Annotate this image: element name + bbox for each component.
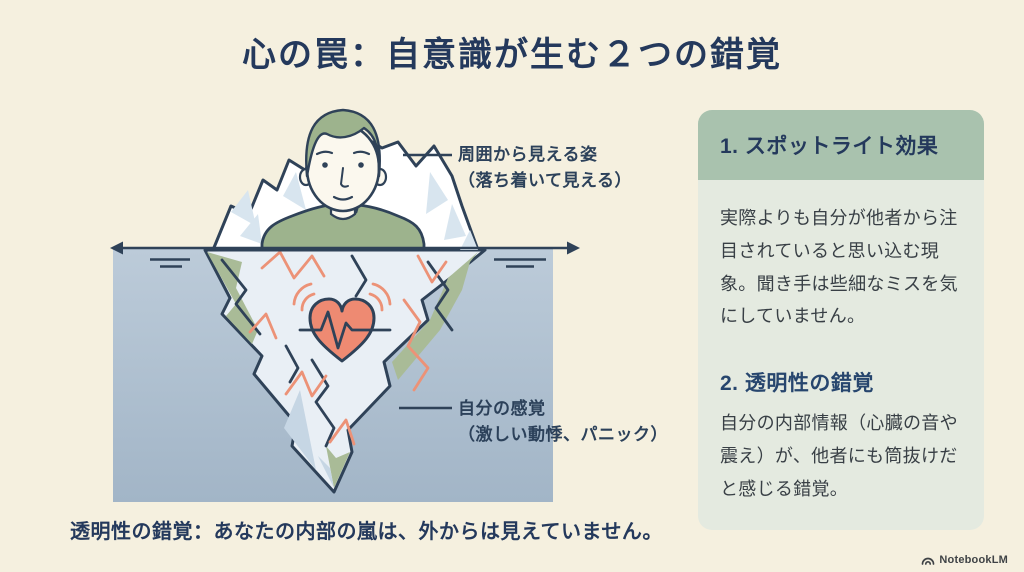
- vibration-arcs: [292, 282, 392, 312]
- iceberg-below-water: [203, 248, 487, 494]
- pounding-heart-icon: [292, 282, 392, 363]
- eye: [322, 162, 328, 168]
- label-inner-self-line2: （激しい動悸、パニック）: [458, 425, 668, 444]
- calm-person-figure: [260, 108, 426, 252]
- label-visible-self-line2: （落ち着いて見える）: [458, 171, 632, 190]
- page-title: 心の罠：自意識が生む２つの錯覚: [242, 36, 782, 74]
- hair: [305, 108, 381, 178]
- arrowhead-right: [567, 241, 580, 255]
- label-inner-self-line1: 自分の感覚: [458, 399, 546, 418]
- waterline-double-arrow: [110, 241, 580, 268]
- section-1-body: 実際よりも自分が他者から注目されていると思い込む現象。聞き手は些細なミスを気にし…: [720, 208, 958, 327]
- watermark-label: NotebookLM: [939, 554, 1008, 566]
- label-visible-self-line1: 周囲から見える姿: [458, 145, 598, 164]
- watermark: NotebookLM: [921, 554, 1008, 566]
- stress-lines: [248, 250, 448, 446]
- crack-lines: [220, 254, 454, 448]
- callout-connectors: [399, 153, 452, 410]
- mouth: [332, 195, 354, 201]
- ekg-line: [298, 310, 392, 350]
- label-inner-self: 自分の感覚 （激しい動悸、パニック）: [458, 396, 668, 448]
- label-visible-self: 周囲から見える姿 （落ち着いて見える）: [458, 142, 632, 194]
- arrowhead-left: [110, 241, 123, 255]
- section-1-heading: 1. スポットライト効果: [698, 110, 984, 180]
- section-2-heading: 2. 透明性の錯覚: [720, 372, 874, 395]
- info-panel: 1. スポットライト効果 実際よりも自分が他者から注目されていると思い込む現象。…: [698, 110, 984, 530]
- nose: [339, 167, 349, 188]
- eye: [358, 162, 364, 168]
- bottom-caption: 透明性の錯覚：あなたの内部の嵐は、外からは見えていません。: [70, 521, 663, 543]
- section-2-body: 自分の内部情報（心臓の音や震え）が、他者にも筒抜けだと感じる錯覚。: [720, 413, 958, 499]
- info-panel-body: 実際よりも自分が他者から注目されていると思い込む現象。聞き手は些細なミスを気にし…: [698, 180, 984, 505]
- notebooklm-logo-icon: [922, 557, 935, 565]
